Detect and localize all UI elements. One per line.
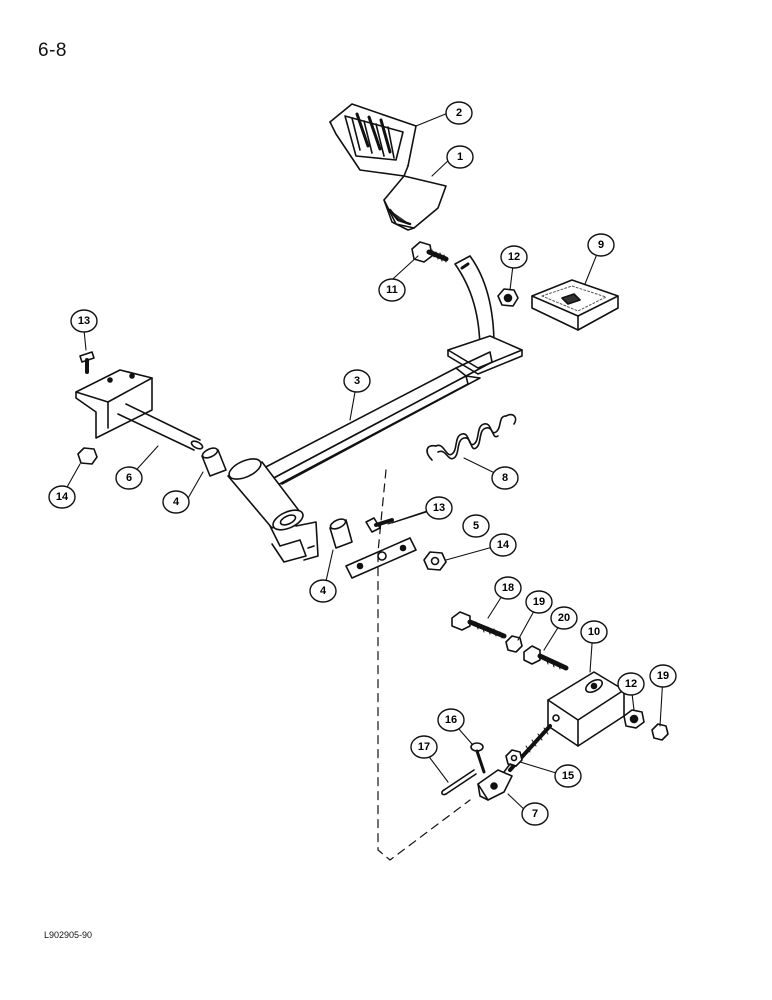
callout-4-upper: 4 bbox=[162, 490, 190, 514]
pedal-shaft-part bbox=[259, 351, 493, 489]
callout-16: 16 bbox=[437, 708, 465, 732]
callout-8: 8 bbox=[491, 466, 519, 490]
page-number: 6-8 bbox=[38, 40, 67, 61]
pedal-pad-part bbox=[329, 103, 417, 177]
callout-label: 5 bbox=[473, 520, 479, 532]
figure-code: L902905-90 bbox=[44, 930, 93, 940]
nut-part-14-right bbox=[423, 551, 447, 571]
pedal-cover-part bbox=[383, 175, 447, 231]
callout-10: 10 bbox=[580, 620, 608, 644]
callout-label: 1 bbox=[457, 151, 463, 163]
callout-13-right: 13 bbox=[425, 496, 453, 520]
callout-2: 2 bbox=[445, 101, 473, 125]
callout-18: 18 bbox=[494, 576, 522, 600]
callout-label: 2 bbox=[456, 107, 462, 119]
callout-12-lower: 12 bbox=[617, 672, 645, 696]
callout-label: 16 bbox=[445, 714, 457, 726]
adjuster-block-part-10 bbox=[547, 671, 625, 747]
callout-17: 17 bbox=[410, 735, 438, 759]
callout-label: 4 bbox=[320, 585, 327, 597]
bolt-part-11 bbox=[411, 241, 449, 263]
callout-label: 13 bbox=[433, 502, 445, 514]
callout-label: 15 bbox=[562, 770, 574, 782]
callout-label: 3 bbox=[354, 375, 360, 387]
callout-15: 15 bbox=[554, 764, 582, 788]
cotter-pin-part-17 bbox=[441, 769, 477, 796]
clevis-pin-part-16 bbox=[470, 742, 486, 774]
callout-9: 9 bbox=[587, 233, 615, 257]
callout-label: 19 bbox=[657, 670, 669, 682]
callout-3: 3 bbox=[343, 369, 371, 393]
cable-routing-line bbox=[377, 469, 471, 861]
pin-part-6 bbox=[117, 403, 204, 451]
callout-12-top: 12 bbox=[500, 245, 528, 269]
screw-part-13-right bbox=[365, 517, 394, 533]
callout-7: 7 bbox=[521, 802, 549, 826]
jam-nut-part-15 bbox=[505, 749, 523, 767]
nut-part-19-middle bbox=[505, 635, 523, 653]
callout-label: 4 bbox=[173, 496, 180, 508]
callout-label: 18 bbox=[502, 582, 514, 594]
callout-14-left: 14 bbox=[48, 485, 76, 509]
nut-part-12-top bbox=[497, 288, 519, 307]
callout-6: 6 bbox=[115, 466, 143, 490]
callout-label: 20 bbox=[558, 612, 570, 624]
callout-label: 7 bbox=[532, 808, 538, 820]
callout-label: 13 bbox=[78, 315, 90, 327]
plate-part-5 bbox=[345, 537, 417, 579]
bushing-part-4-lower bbox=[329, 518, 353, 549]
mounting-bracket bbox=[75, 369, 153, 439]
callout-1: 1 bbox=[446, 145, 474, 169]
callout-label: 14 bbox=[497, 539, 510, 551]
callout-11: 11 bbox=[378, 278, 406, 302]
callout-label: 8 bbox=[502, 472, 508, 484]
callout-label: 9 bbox=[598, 239, 604, 251]
callout-label: 17 bbox=[418, 741, 430, 753]
nut-part-12-lower bbox=[623, 709, 645, 729]
pedal-arm bbox=[447, 255, 523, 375]
callout-label: 11 bbox=[386, 284, 398, 296]
callout-label: 14 bbox=[56, 491, 69, 503]
bolt-part-20 bbox=[523, 645, 569, 671]
callout-19-middle: 19 bbox=[525, 590, 553, 614]
spring-part-8 bbox=[426, 413, 517, 461]
callout-label: 12 bbox=[508, 251, 520, 263]
callout-label: 19 bbox=[533, 596, 545, 608]
pivot-tube bbox=[227, 458, 319, 563]
callout-label: 10 bbox=[588, 626, 600, 638]
callout-19-right: 19 bbox=[649, 664, 677, 688]
callout-13-left: 13 bbox=[70, 309, 98, 333]
callout-20: 20 bbox=[550, 606, 578, 630]
bolt-part-18 bbox=[451, 611, 507, 639]
bushing-part-4-upper bbox=[201, 447, 227, 477]
screw-part-13-left bbox=[79, 351, 95, 374]
clevis-part-7 bbox=[477, 763, 517, 801]
nut-part-14-left bbox=[77, 447, 98, 465]
callout-label: 12 bbox=[625, 678, 637, 690]
callout-14-right: 14 bbox=[489, 533, 517, 557]
nut-part-19-right bbox=[651, 723, 669, 741]
wear-pad-part bbox=[531, 279, 619, 331]
callout-label: 6 bbox=[126, 472, 132, 484]
callout-4-lower: 4 bbox=[309, 579, 337, 603]
callout-5: 5 bbox=[462, 514, 490, 538]
